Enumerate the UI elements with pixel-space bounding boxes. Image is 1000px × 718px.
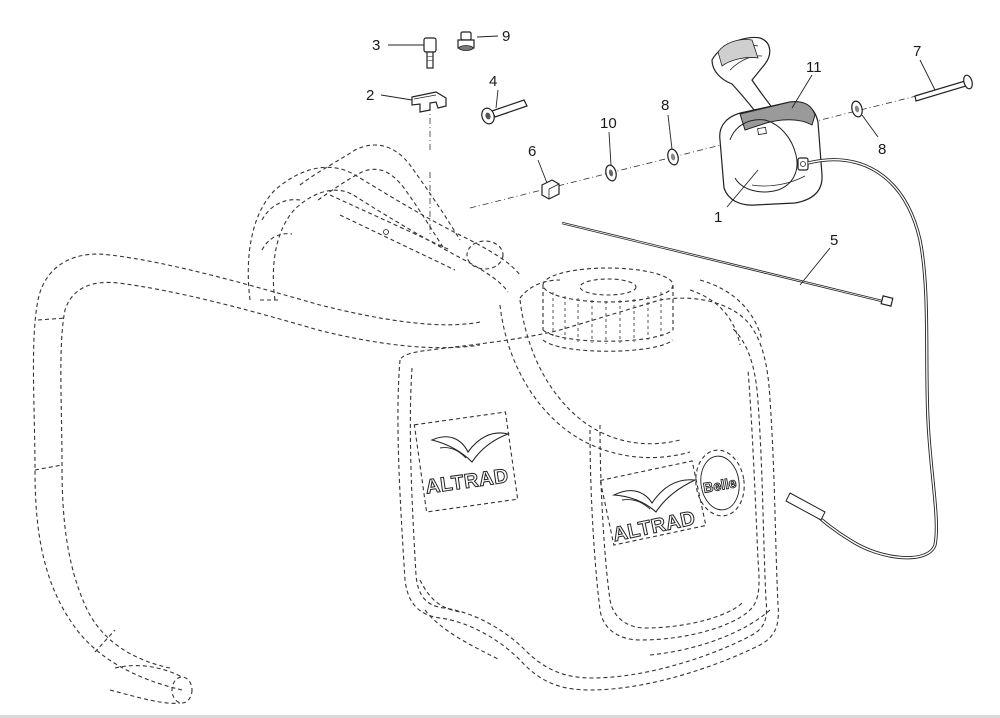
frame-rivet	[383, 229, 389, 235]
callout-6: 6	[528, 143, 536, 160]
bottom-rule	[0, 715, 1000, 718]
altrad-bird-logo-icon	[430, 432, 510, 463]
altrad-left-decal: ALTRAD	[413, 411, 519, 513]
part-4-bolt	[481, 99, 528, 125]
callout-10: 10	[600, 115, 617, 132]
filler-cap-ghost	[542, 267, 674, 352]
callout-5: 5	[830, 232, 838, 249]
altrad-center-text: ALTRAD	[611, 507, 697, 546]
part-9-nut	[457, 31, 475, 51]
altrad-bird-logo-icon	[611, 479, 698, 513]
assembly-axes	[429, 84, 961, 235]
belle-badge-icon: Belle	[695, 449, 745, 517]
callout-8a: 8	[661, 97, 669, 114]
part-6-cap-nut	[541, 179, 560, 200]
control-cable	[785, 158, 938, 560]
callout-4: 4	[489, 73, 497, 90]
belle-badge-text: Belle	[702, 474, 738, 496]
part-8a-washer	[667, 148, 679, 166]
frame-handle-ghost	[32, 144, 521, 704]
tank-ghost	[397, 279, 779, 691]
leader-lines	[380, 35, 936, 286]
callout-7: 7	[913, 43, 921, 60]
part-8b-washer	[851, 100, 863, 118]
callout-9: 9	[502, 28, 510, 45]
callout-11: 11	[806, 59, 822, 76]
callout-1: 1	[714, 209, 722, 226]
callout-2: 2	[366, 87, 374, 104]
callout-8b: 8	[878, 141, 886, 158]
callout-labels: 3 2 9 4 6 10 8 8 7 1 11 5	[366, 28, 921, 249]
part-5-cable-tie	[561, 221, 894, 307]
part-1-control-lever	[711, 36, 823, 206]
part-10-nut	[605, 164, 617, 182]
part-3-screw	[423, 37, 437, 69]
altrad-center-decal: ALTRAD	[599, 460, 707, 547]
part-7-long-bolt	[914, 74, 973, 102]
part-2-clip	[411, 91, 447, 113]
altrad-left-text: ALTRAD	[424, 465, 510, 498]
callout-3: 3	[372, 37, 380, 54]
